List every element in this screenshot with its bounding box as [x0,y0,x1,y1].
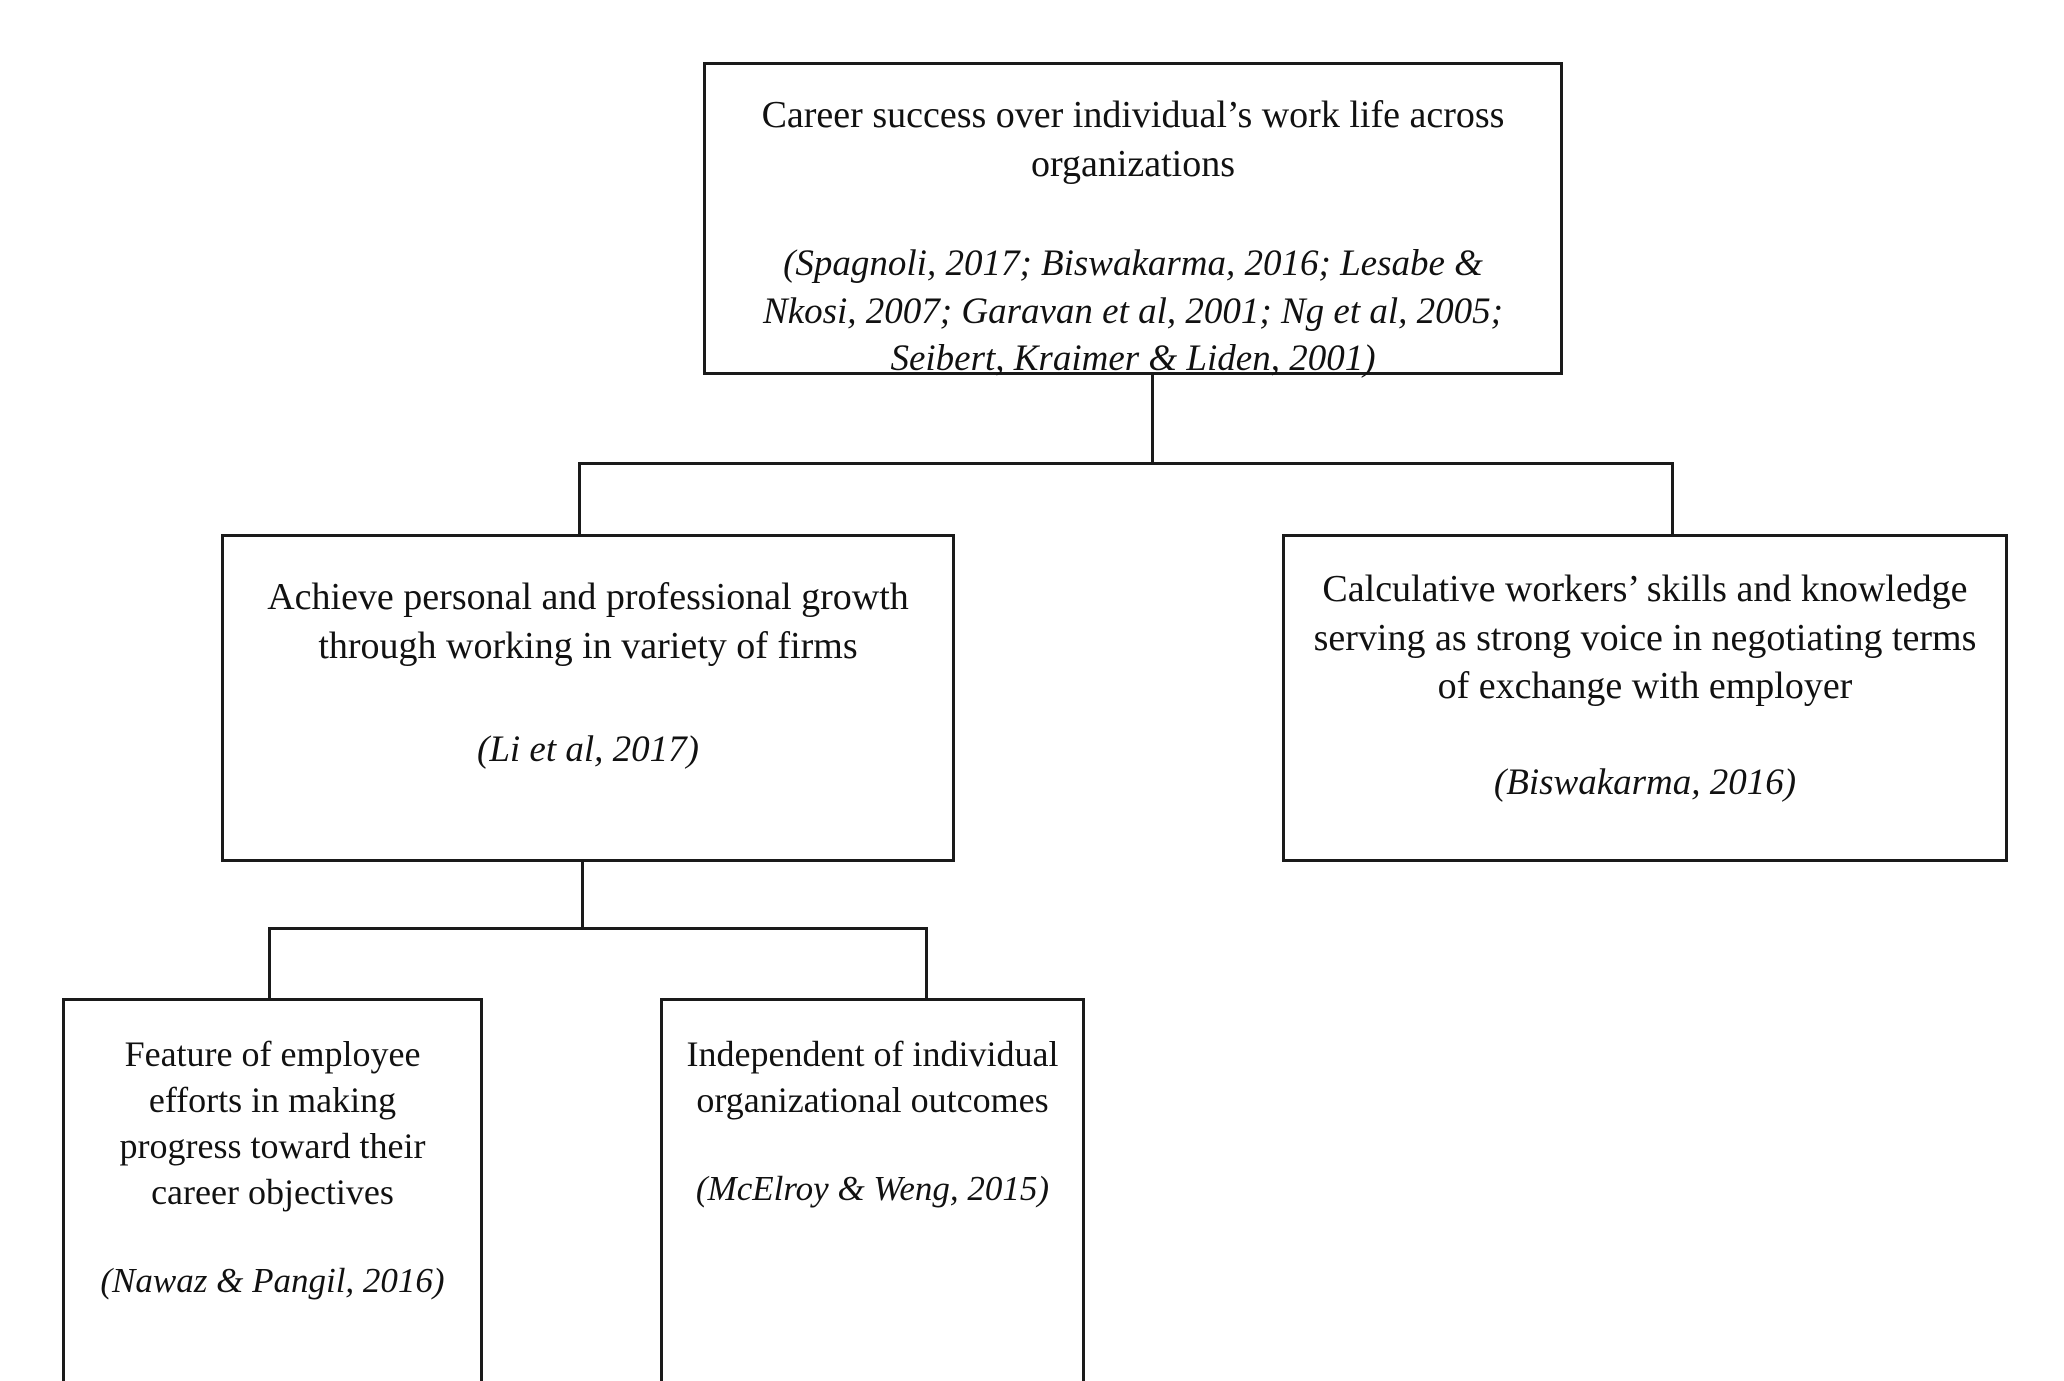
node-growth-text: Achieve personal and professional growth… [267,576,909,667]
connector-growth-stem [581,862,584,930]
node-root-citation: (Spagnoli, 2017; Biswakarma, 2016; Lesab… [763,243,1503,379]
connector-root-to-calculative [1671,462,1674,536]
node-effort-text: Feature of employee efforts in making pr… [119,1034,426,1213]
node-independent-of-org-outcomes: Independent of individual organizational… [660,998,1085,1381]
node-effort-citation: (Nawaz & Pangil, 2016) [100,1261,445,1301]
node-calculative-text: Calculative workers’ skills and knowledg… [1313,568,1977,708]
node-calculative-workers-skills: Calculative workers’ skills and knowledg… [1282,534,2008,862]
node-independent-citation: (McElroy & Weng, 2015) [695,1169,1050,1209]
connector-root-horizontal-bar [578,462,1674,465]
node-independent-text: Independent of individual organizational… [686,1034,1059,1121]
connector-root-stem [1151,375,1154,464]
connector-growth-horizontal-bar [268,927,928,930]
node-career-success-root: Career success over individual’s work li… [703,62,1563,379]
connector-growth-to-independent [925,927,928,1000]
node-personal-professional-growth: Achieve personal and professional growth… [221,534,955,862]
connector-root-to-growth [578,462,581,536]
node-employee-efforts: Feature of employee efforts in making pr… [62,998,483,1381]
node-calculative-citation: (Biswakarma, 2016) [1493,761,1797,803]
connector-growth-to-effort [268,927,271,1000]
node-growth-citation: (Li et al, 2017) [477,729,699,771]
node-root-text: Career success over individual’s work li… [761,94,1505,185]
